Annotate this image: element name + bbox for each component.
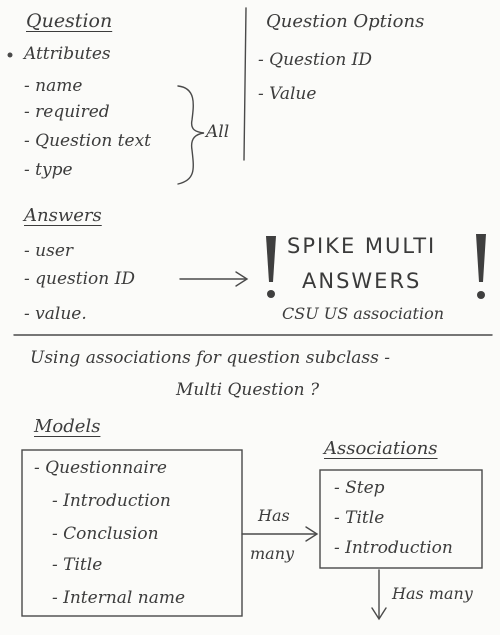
answers-item-question-id: - question ID: [24, 269, 135, 289]
associations-item-introduction: - Introduction: [334, 538, 453, 558]
models-item-conclusion: - Conclusion: [52, 524, 159, 544]
models-item-introduction: - Introduction: [52, 491, 171, 511]
exclamation-right-dot: [477, 291, 485, 299]
spike-line-1: SPIKE MULTI: [287, 234, 437, 258]
models-item-title: - Title: [52, 555, 103, 575]
question-options-item-question-id: - Question ID: [258, 50, 373, 70]
has-many-label-line-2: many: [250, 544, 295, 563]
models-to-associations-arrow-head: [305, 526, 319, 542]
top-vertical-divider: [243, 7, 247, 161]
attribute-item-question-text: - Question text: [24, 131, 151, 151]
attributes-brace: [177, 85, 205, 185]
question-options-item-value: - Value: [258, 84, 317, 104]
models-heading: Models: [34, 416, 101, 437]
spike-line-2: ANSWERS: [302, 269, 422, 293]
spike-line-3: CSU US association: [282, 304, 444, 323]
exclamation-left-dot: [267, 290, 275, 298]
associations-item-title: - Title: [334, 508, 385, 528]
models-item-internal-name: - Internal name: [52, 588, 186, 608]
associations-item-step: - Step: [334, 478, 385, 498]
associations-heading: Associations: [324, 438, 438, 459]
question-options-heading: Question Options: [266, 11, 425, 32]
question-heading: Question: [26, 10, 113, 32]
brace-label: All: [206, 122, 230, 142]
models-box: [21, 449, 243, 617]
attribute-item-type: - type: [24, 160, 73, 180]
associations-box: [319, 469, 483, 569]
attributes-label: Attributes: [24, 44, 111, 64]
answers-heading: Answers: [24, 205, 102, 226]
exclamation-right: [476, 234, 486, 282]
models-item-questionnaire: - Questionnaire: [34, 458, 167, 478]
attribute-item-name: - name: [24, 76, 83, 96]
bullet-dot: [7, 52, 13, 58]
down-arrow-head: [371, 607, 387, 621]
has-many-label-line-1: Has: [258, 506, 290, 525]
attribute-item-required: - required: [24, 102, 110, 122]
question-line-1: Using associations for question subclass…: [30, 348, 390, 368]
exclamation-left: [266, 236, 276, 282]
bottom-has-many-label: Has many: [392, 584, 473, 603]
question-line-2: Multi Question ?: [176, 380, 320, 400]
answers-item-value: - value.: [24, 304, 87, 324]
answers-arrow-head: [235, 271, 249, 287]
answers-item-user: - user: [24, 241, 74, 261]
